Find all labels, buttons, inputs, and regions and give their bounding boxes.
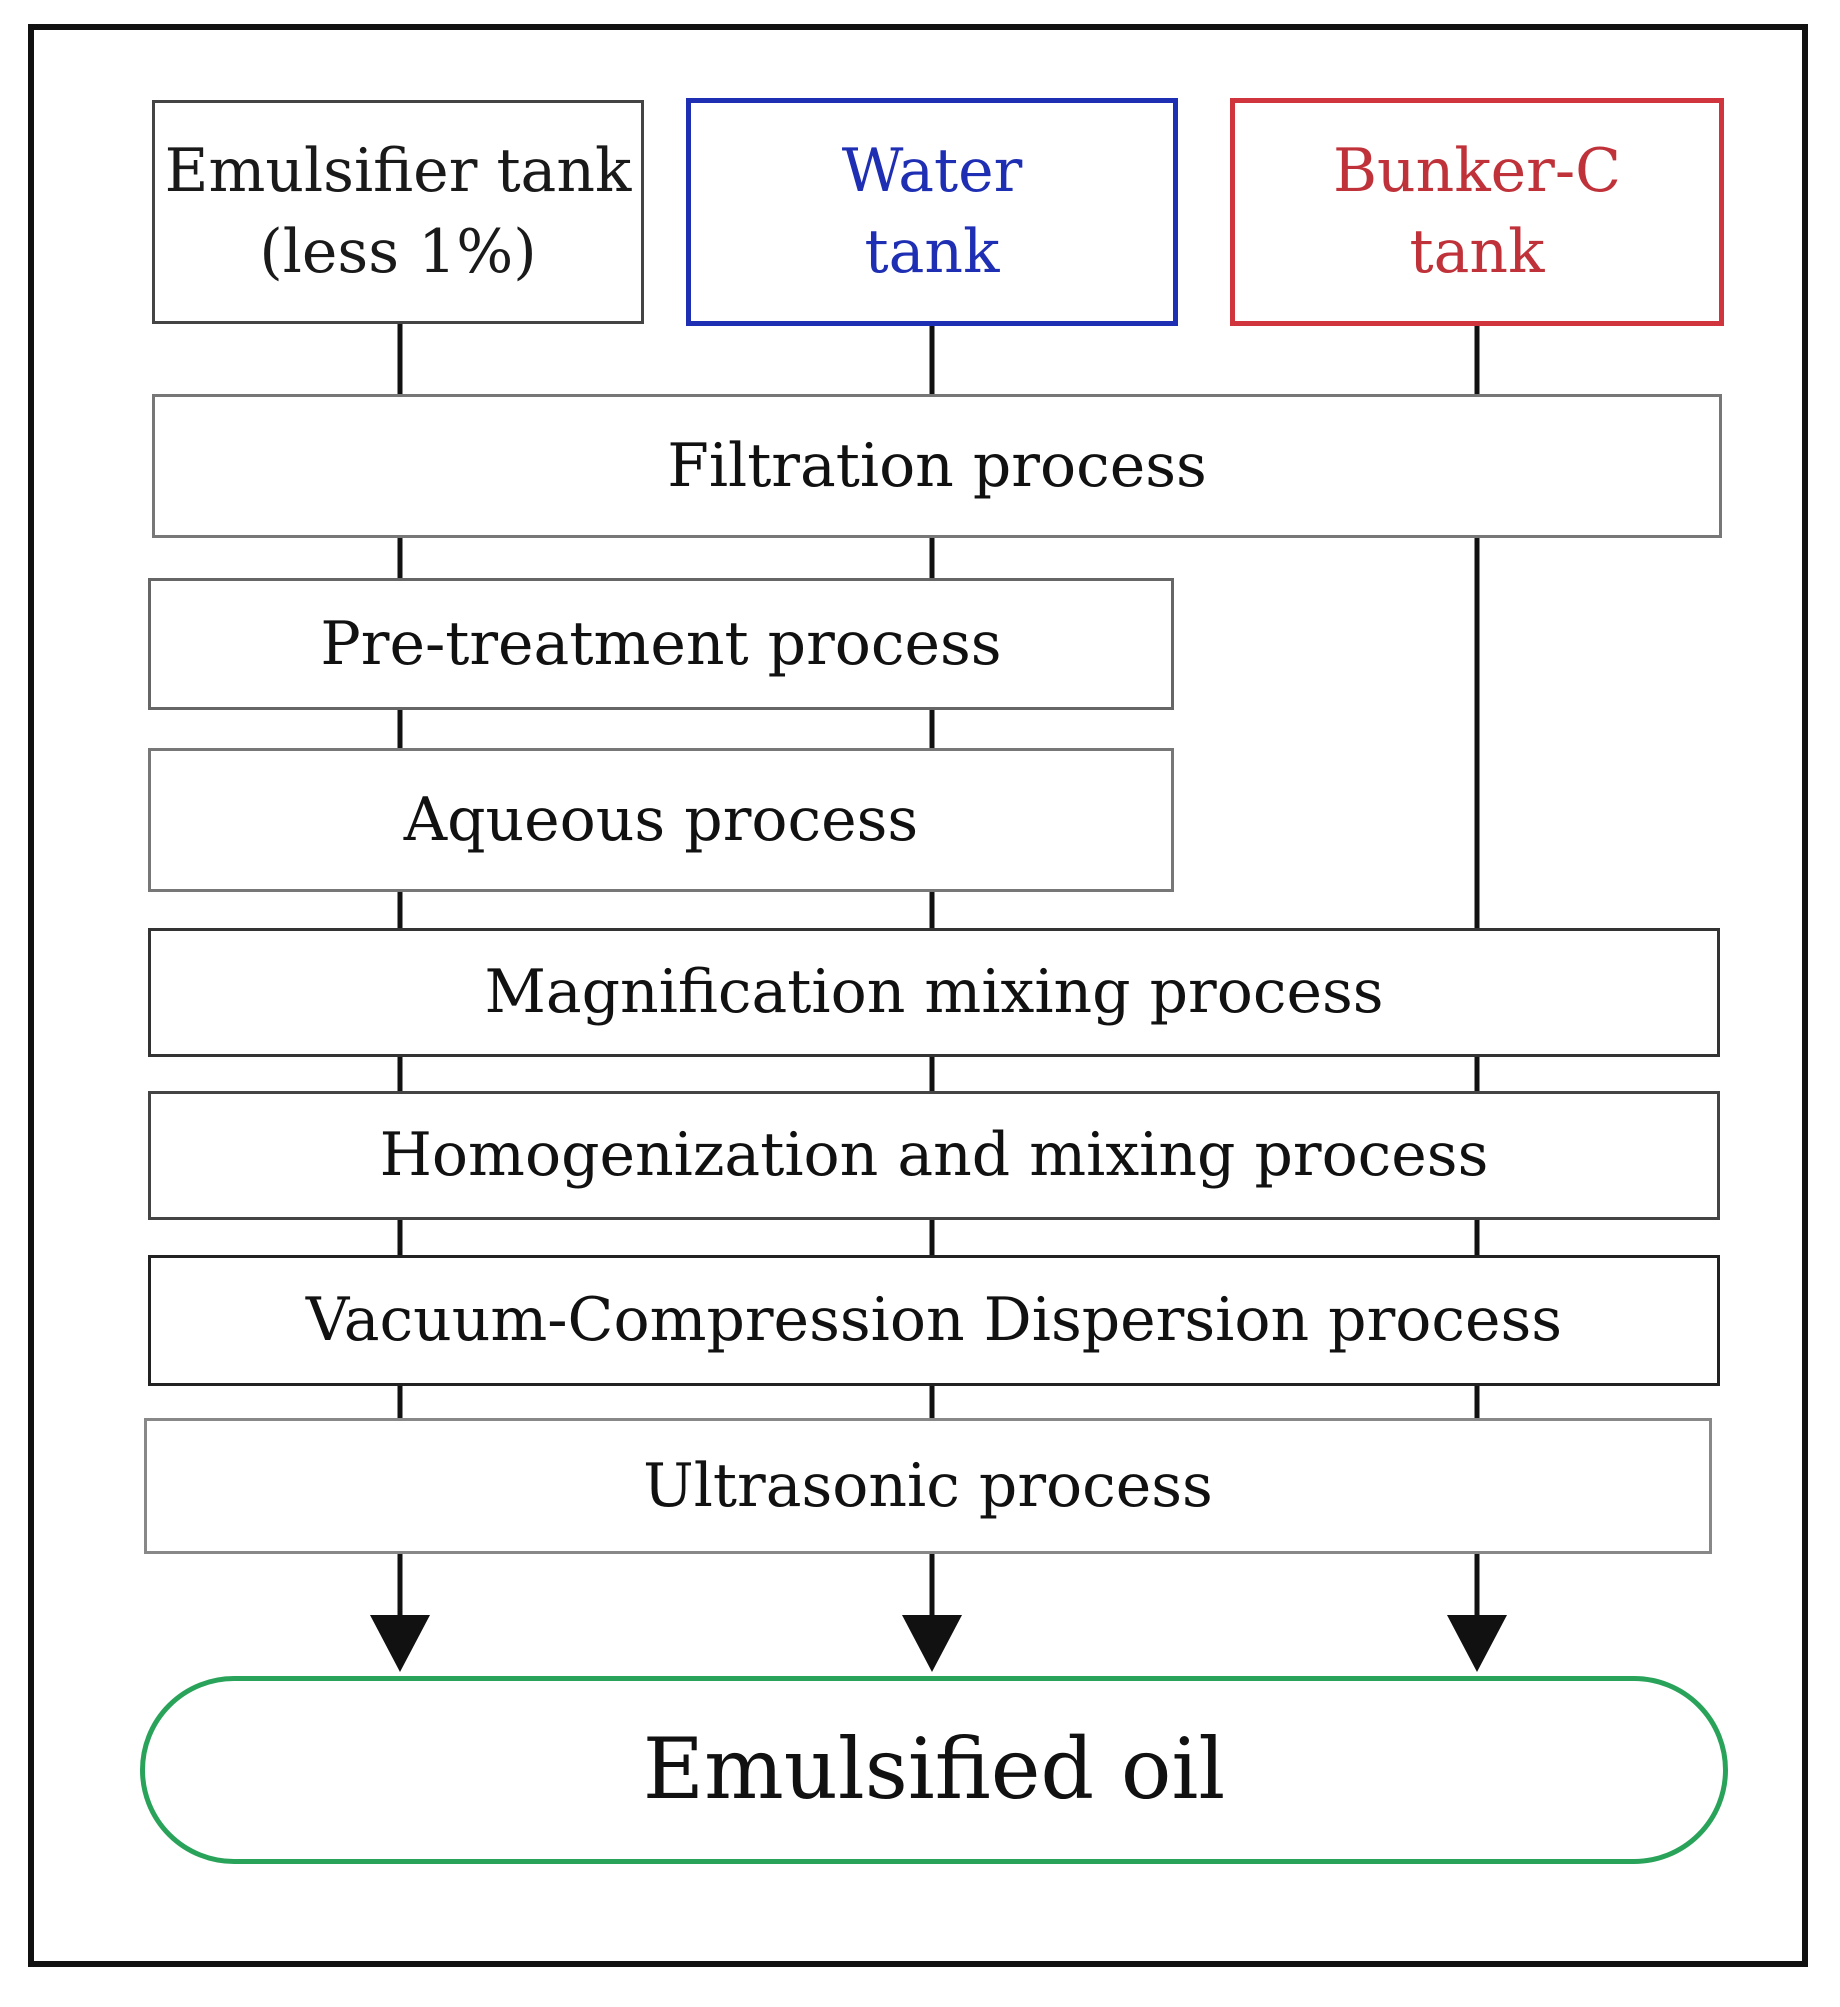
- filtration-process-box: Filtration process: [152, 394, 1722, 538]
- arrow-head: [1447, 1615, 1507, 1672]
- arrow-head: [902, 1615, 962, 1672]
- arrow-head: [370, 1615, 430, 1672]
- output-label: Emulsified oil: [642, 1720, 1226, 1819]
- bunker-c-tank-box: Bunker-C tank: [1230, 98, 1724, 326]
- process-label: Magnification mixing process: [484, 957, 1384, 1027]
- magnification-mixing-process-box: Magnification mixing process: [148, 928, 1720, 1057]
- process-label: Homogenization and mixing process: [379, 1120, 1489, 1190]
- process-label: Aqueous process: [403, 784, 919, 855]
- tank-label-line: (less 1%): [259, 217, 537, 287]
- aqueous-process-box: Aqueous process: [148, 748, 1174, 892]
- process-label: Vacuum-Compression Dispersion process: [305, 1285, 1563, 1355]
- process-label: Filtration process: [667, 430, 1207, 501]
- process-label: Pre-treatment process: [320, 608, 1002, 679]
- vacuum-compression-dispersion-process-box: Vacuum-Compression Dispersion process: [148, 1255, 1720, 1386]
- ultrasonic-process-box: Ultrasonic process: [144, 1418, 1712, 1554]
- homogenization-mixing-process-box: Homogenization and mixing process: [148, 1091, 1720, 1220]
- tank-label-line: tank: [1409, 217, 1545, 287]
- water-tank-box: Water tank: [686, 98, 1178, 326]
- tank-label-line: tank: [864, 217, 1000, 287]
- pretreatment-process-box: Pre-treatment process: [148, 578, 1174, 710]
- process-label: Ultrasonic process: [643, 1450, 1213, 1521]
- tank-label-line: Emulsifier tank: [164, 136, 632, 206]
- tank-label-line: Bunker-C: [1332, 136, 1622, 206]
- tank-label-line: Water: [841, 136, 1023, 206]
- emulsifier-tank-box: Emulsifier tank (less 1%): [152, 100, 644, 324]
- emulsified-oil-terminal: Emulsified oil: [140, 1676, 1728, 1864]
